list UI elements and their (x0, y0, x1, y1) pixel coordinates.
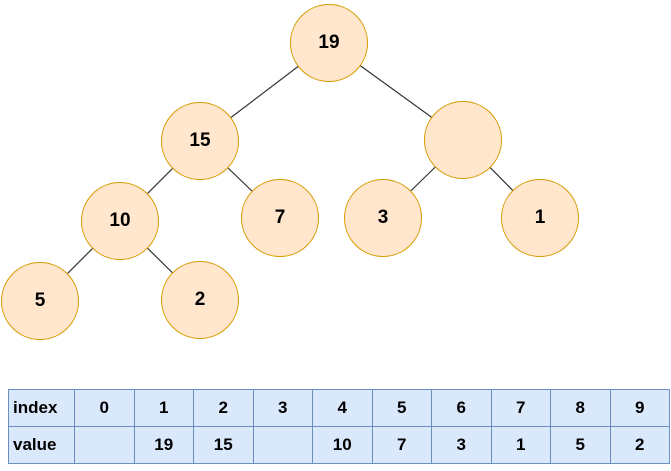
index-cell: 9 (609, 389, 670, 427)
index-cell: 5 (371, 389, 432, 427)
value-cell: 3 (431, 426, 492, 464)
value-row: value 19 15 10 7 3 1 5 2 (8, 426, 670, 464)
value-cell (74, 426, 135, 464)
value-cell: 7 (371, 426, 432, 464)
value-cell: 5 (550, 426, 611, 464)
index-cell: 8 (550, 389, 611, 427)
value-cell: 15 (193, 426, 254, 464)
tree-node-3: 3 (344, 179, 422, 257)
index-cell: 0 (74, 389, 135, 427)
index-cell: 7 (490, 389, 551, 427)
array-representation-table: index 0 1 2 3 4 5 6 7 8 9 value 19 15 10… (8, 389, 670, 464)
index-cell: 2 (193, 389, 254, 427)
value-cell (252, 426, 313, 464)
index-cell: 6 (431, 389, 492, 427)
index-row-label: index (8, 389, 75, 427)
index-cell: 1 (133, 389, 194, 427)
index-cell: 3 (252, 389, 313, 427)
value-row-label: value (8, 426, 75, 464)
tree-node-1: 1 (501, 179, 579, 257)
tree-node-15: 15 (161, 102, 239, 180)
value-cell: 10 (312, 426, 373, 464)
tree-node-10: 10 (81, 182, 159, 260)
index-cell: 4 (312, 389, 373, 427)
tree-node-7: 7 (241, 179, 319, 257)
value-cell: 2 (609, 426, 670, 464)
value-cell: 19 (133, 426, 194, 464)
value-cell: 1 (490, 426, 551, 464)
tree-node-5: 5 (1, 262, 79, 340)
tree-node-19: 19 (290, 4, 368, 82)
index-row: index 0 1 2 3 4 5 6 7 8 9 (8, 389, 670, 427)
tree-node-empty (424, 101, 502, 179)
tree-node-2: 2 (161, 261, 239, 339)
